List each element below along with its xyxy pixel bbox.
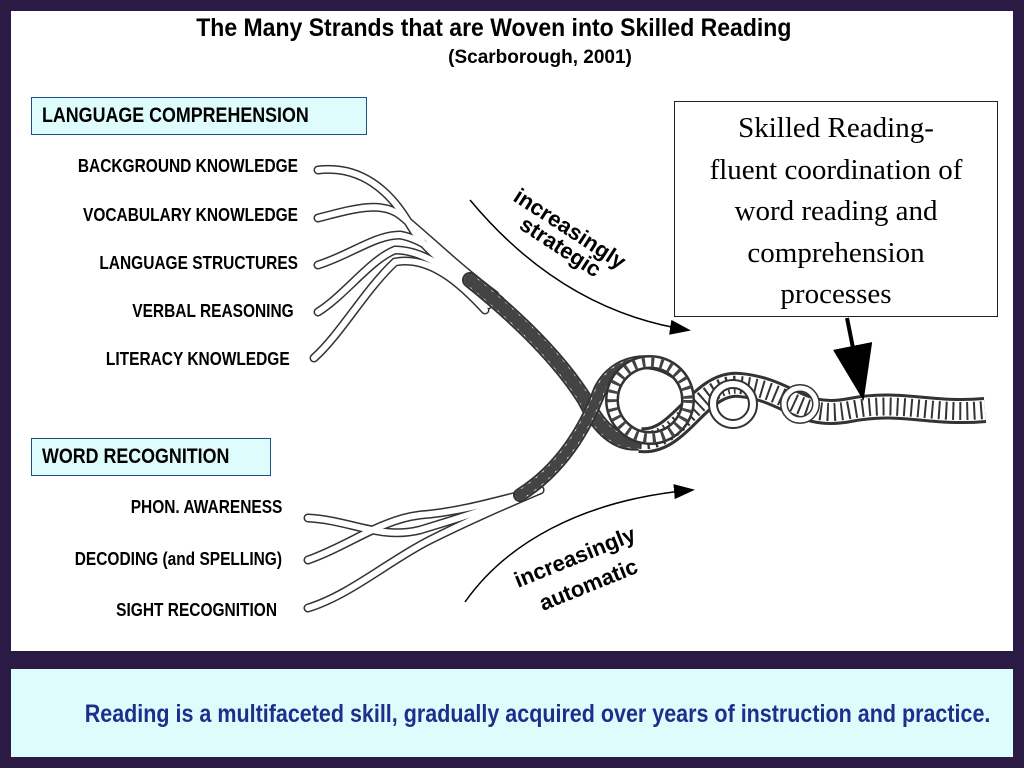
automatic-arrow — [464, 484, 695, 603]
skilled-reading-callout: Skilled Reading- fluent coordination of … — [674, 101, 998, 317]
footer-text: Reading is a multifaceted skill, gradual… — [84, 700, 991, 728]
callout-line: comprehension — [747, 236, 925, 269]
word-recognition-heading: WORD RECOGNITION — [31, 438, 271, 476]
combined-rope — [605, 355, 987, 454]
callout-pointer — [832, 317, 873, 401]
callout-line: fluent coordination of — [709, 153, 963, 186]
callout-line: processes — [780, 278, 892, 310]
strand-label-vocabulary-knowledge: VOCABULARY KNOWLEDGE — [82, 205, 298, 225]
callout-line: Skilled Reading- — [738, 112, 934, 144]
diagram-title: The Many Strands that are Woven into Ski… — [196, 14, 792, 42]
diagram-subtitle: (Scarborough, 2001) — [448, 47, 632, 68]
strand-label-sight-recognition: SIGHT RECOGNITION — [116, 600, 277, 620]
strand-label-phon-awareness: PHON. AWARENESS — [130, 497, 282, 517]
strand-label-decoding: DECODING (and SPELLING) — [74, 549, 282, 569]
footer-banner: Reading is a multifaceted skill, gradual… — [11, 669, 1013, 757]
strand-label-background-knowledge: BACKGROUND KNOWLEDGE — [77, 156, 298, 176]
callout-line: word reading and — [734, 195, 938, 227]
strand-label-verbal-reasoning: VERBAL REASONING — [132, 301, 294, 321]
language-comprehension-heading: LANGUAGE COMPREHENSION — [31, 97, 367, 135]
strategic-arrow — [469, 199, 691, 335]
strand-label-language-structures: LANGUAGE STRUCTURES — [99, 253, 298, 273]
strand-label-literacy-knowledge: LITERACY KNOWLEDGE — [106, 349, 290, 369]
comprehension-strands — [309, 164, 658, 451]
